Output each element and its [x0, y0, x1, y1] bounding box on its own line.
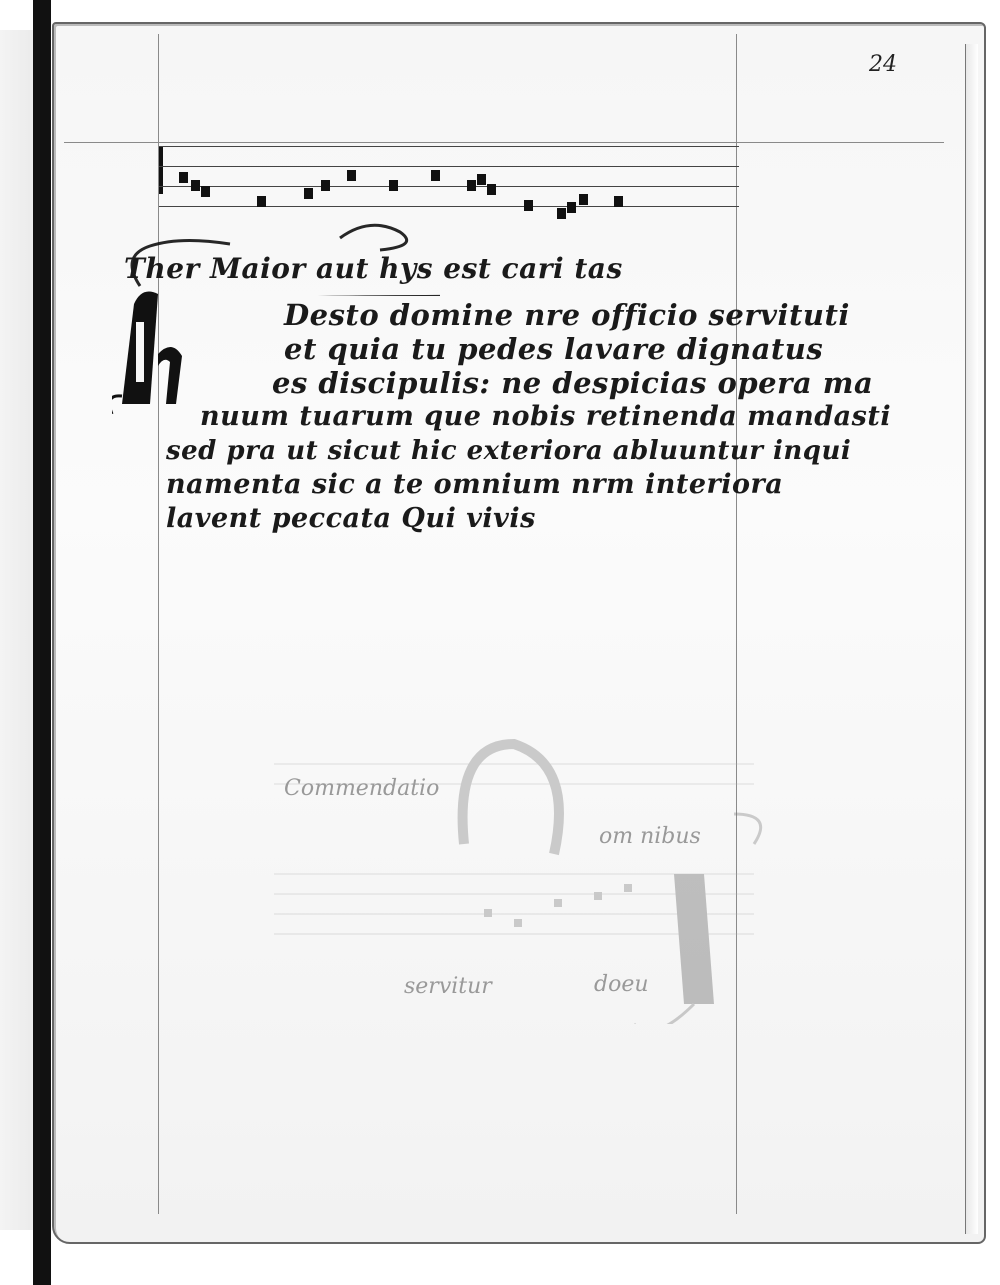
text-line: sed pra ut sicut hic exteriora abluuntur…	[166, 436, 852, 466]
neume	[567, 202, 576, 213]
text-line: Desto domine nre officio servituti	[284, 298, 850, 332]
neume	[201, 186, 210, 197]
ruling-top-horizontal	[64, 142, 944, 143]
neume	[347, 170, 356, 181]
neume	[321, 180, 330, 191]
show-through-staff	[274, 738, 763, 1024]
neume	[431, 170, 440, 181]
book-binding-gutter	[33, 0, 51, 1285]
show-through-text: servitur	[404, 974, 492, 999]
folio-number: 24	[869, 52, 897, 77]
staff-line	[159, 206, 739, 207]
text-line: es discipulis: ne despicias opera ma	[272, 366, 874, 400]
neume	[579, 194, 588, 205]
show-through-text: Commendatio	[284, 776, 440, 801]
neume	[257, 196, 266, 207]
decorated-initial-h	[112, 291, 182, 414]
incipit-line: Ther Maior aut hys est cari tas	[124, 252, 623, 285]
neume	[304, 188, 313, 199]
neume	[389, 180, 398, 191]
page-edge-stack	[965, 44, 978, 1234]
incipit-flourish	[130, 223, 440, 296]
neume	[191, 180, 200, 191]
text-line: nuum tuarum que nobis retinenda mandasti	[200, 401, 892, 432]
show-through-text: om nibus	[599, 824, 701, 849]
neume	[524, 200, 533, 211]
text-line: lavent peccata Qui vivis	[166, 503, 536, 534]
ruling-right-vertical	[736, 34, 737, 1214]
show-through-text: doeu	[594, 972, 649, 997]
neume	[557, 208, 566, 219]
music-staff	[159, 144, 739, 224]
text-line: namenta sic a te omnium nrm interiora	[166, 469, 784, 500]
neume	[614, 196, 623, 207]
neume	[487, 184, 496, 195]
manuscript-leaf: 24 Ther Maior	[52, 22, 986, 1244]
staff-line	[159, 166, 739, 167]
staff-line	[159, 186, 739, 187]
neume	[477, 174, 486, 185]
staff-line	[159, 146, 739, 147]
neume	[179, 172, 188, 183]
clef-sign	[159, 146, 163, 194]
text-line: et quia tu pedes lavare dignatus	[284, 332, 824, 366]
ruling-left-vertical	[158, 34, 159, 1214]
neume	[467, 180, 476, 191]
